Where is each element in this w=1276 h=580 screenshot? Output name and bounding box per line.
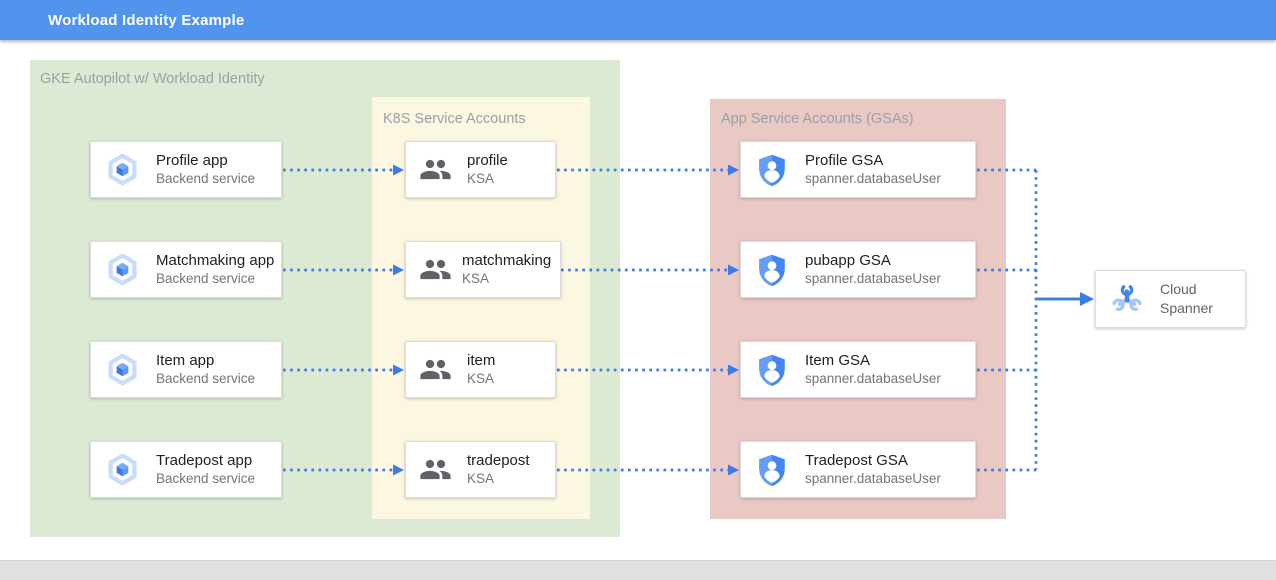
node-title: pubapp GSA bbox=[805, 252, 891, 269]
ksa-box-label: K8S Service Accounts bbox=[383, 111, 526, 127]
people-icon bbox=[419, 153, 452, 186]
node-cloud-spanner: Cloud Spanner bbox=[1095, 270, 1246, 328]
title-bar: Workload Identity Example bbox=[0, 0, 1276, 40]
node-title: profile bbox=[467, 152, 508, 169]
shield-user-icon bbox=[754, 352, 790, 388]
page-title: Workload Identity Example bbox=[48, 11, 245, 29]
node-title: item bbox=[467, 352, 496, 369]
cloud-spanner-icon bbox=[1108, 280, 1146, 318]
people-icon bbox=[419, 353, 452, 386]
node-subtitle: Backend service bbox=[156, 471, 256, 486]
node-title: Profile app bbox=[156, 152, 228, 169]
node-item-gsa: Item GSA spanner.databaseUser bbox=[740, 341, 976, 398]
node-subtitle: Backend service bbox=[156, 271, 256, 286]
shield-user-icon bbox=[754, 152, 790, 188]
node-subtitle: spanner.databaseUser bbox=[805, 271, 941, 286]
people-icon bbox=[419, 453, 452, 486]
people-icon bbox=[419, 253, 452, 286]
node-title: matchmaking bbox=[462, 252, 552, 269]
node-subtitle: KSA bbox=[467, 371, 495, 386]
node-subtitle: KSA bbox=[462, 271, 490, 286]
gke-hexagon-icon bbox=[104, 251, 141, 288]
node-title: Tradepost GSA bbox=[805, 452, 908, 469]
gke-hexagon-icon bbox=[104, 451, 141, 488]
node-title: Item GSA bbox=[805, 352, 871, 369]
node-subtitle: KSA bbox=[467, 471, 495, 486]
node-title: Cloud Spanner bbox=[1160, 281, 1213, 316]
node-subtitle: Backend service bbox=[156, 371, 256, 386]
node-subtitle: spanner.databaseUser bbox=[805, 371, 941, 386]
node-title: tradepost bbox=[467, 452, 530, 469]
node-subtitle: KSA bbox=[467, 171, 495, 186]
node-profile-gsa: Profile GSA spanner.databaseUser bbox=[740, 141, 976, 198]
node-subtitle: Backend service bbox=[156, 171, 256, 186]
node-title: Matchmaking app bbox=[156, 252, 275, 269]
gke-hexagon-icon bbox=[104, 351, 141, 388]
node-subtitle: spanner.databaseUser bbox=[805, 471, 941, 486]
node-tradepost-gsa: Tradepost GSA spanner.databaseUser bbox=[740, 441, 976, 498]
shield-user-icon bbox=[754, 252, 790, 288]
gsa-box-label: App Service Accounts (GSAs) bbox=[721, 111, 914, 127]
footer-bar bbox=[0, 560, 1276, 580]
node-subtitle: spanner.databaseUser bbox=[805, 171, 941, 186]
node-pubapp-gsa: pubapp GSA spanner.databaseUser bbox=[740, 241, 976, 298]
node-title: Tradepost app bbox=[156, 452, 253, 469]
gke-hexagon-icon bbox=[104, 151, 141, 188]
gke-box-label: GKE Autopilot w/ Workload Identity bbox=[40, 71, 265, 87]
shield-user-icon bbox=[754, 452, 790, 488]
node-title: Item app bbox=[156, 352, 215, 369]
node-title: Profile GSA bbox=[805, 152, 884, 169]
